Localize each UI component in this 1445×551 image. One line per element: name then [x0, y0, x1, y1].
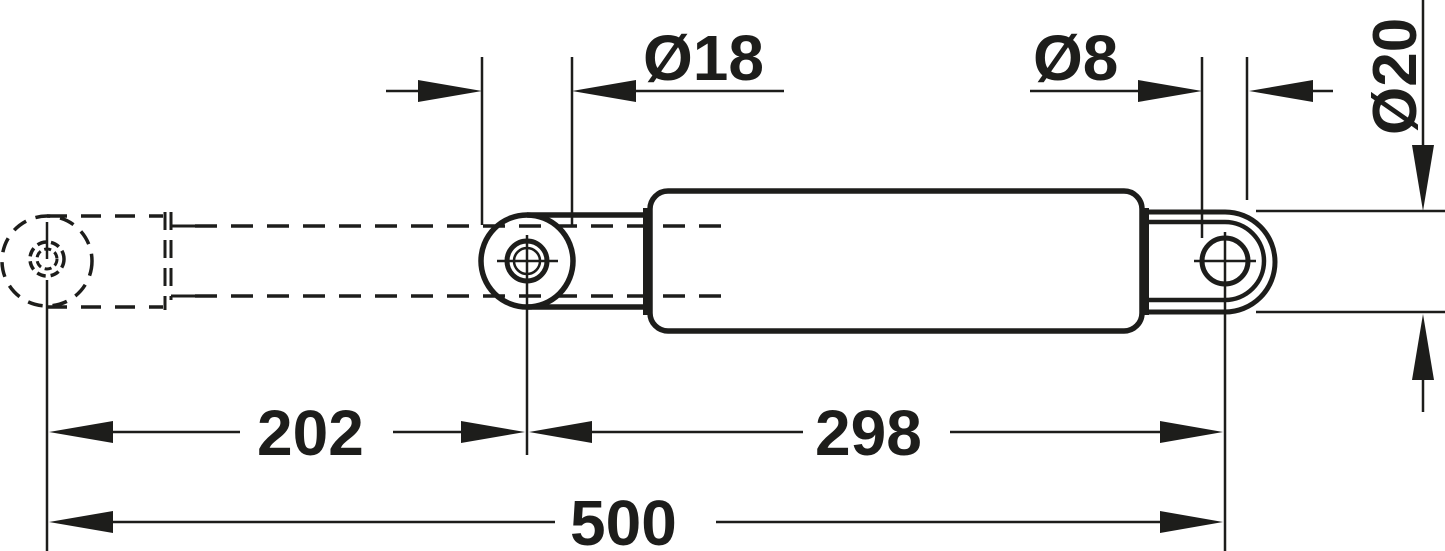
arrow-left-icon — [572, 80, 636, 102]
dimension-body-diameter: Ø20 — [1256, 0, 1445, 412]
arrow-left-icon — [49, 511, 113, 533]
arrow-right-icon — [1160, 511, 1223, 533]
left-eye-fitting — [478, 212, 645, 455]
dimension-stroke-202: 202 — [49, 397, 525, 469]
arrow-left-icon — [529, 421, 592, 443]
cylinder-body — [643, 188, 1149, 334]
arrow-right-icon — [461, 421, 525, 443]
label-202: 202 — [257, 397, 364, 469]
arrow-left-icon — [1249, 80, 1313, 102]
extended-position-ghost — [0, 212, 730, 310]
dimension-pin-diameter-right: Ø8 — [1030, 22, 1333, 238]
dimension-length-298: 298 — [529, 397, 1223, 469]
label-diameter-20: Ø20 — [1361, 18, 1430, 135]
arrow-left-icon — [49, 421, 113, 443]
label-diameter-8: Ø8 — [1033, 22, 1118, 94]
label-500: 500 — [570, 487, 677, 551]
arrow-down-icon — [1412, 145, 1434, 211]
dimension-length-500: 500 — [49, 487, 1223, 551]
arrow-right-icon — [418, 80, 482, 102]
arrow-right-icon — [1160, 421, 1223, 443]
label-diameter-18: Ø18 — [643, 22, 764, 94]
dimension-eye-diameter-left: Ø18 — [386, 22, 784, 225]
arrow-up-icon — [1412, 314, 1434, 380]
arrow-right-icon — [1138, 80, 1202, 102]
right-eye-fitting — [1147, 209, 1278, 551]
label-298: 298 — [815, 397, 922, 469]
